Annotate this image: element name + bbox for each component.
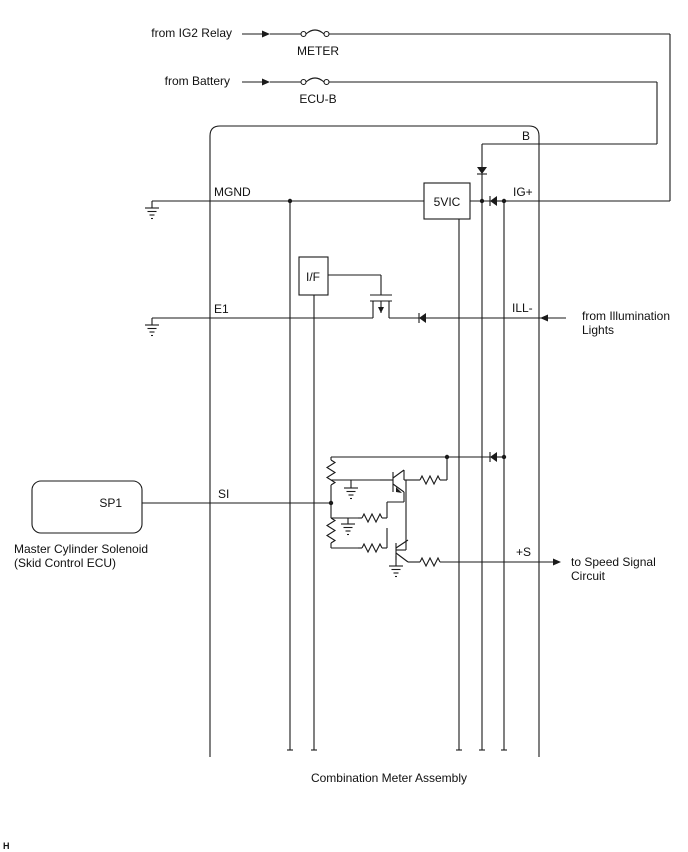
ill-minus-line [389,313,566,323]
terminal-ig-plus-label: IG+ [513,185,533,199]
terminal-ill-minus-label: ILL- [512,301,533,315]
feedback-resistors [358,501,404,554]
meter-fuse-icon [300,29,330,38]
ground-1-icon [344,480,358,500]
mgnd-line [145,198,424,751]
speed-signal-label-line2: Circuit [571,569,606,583]
ig2-relay-label: from IG2 Relay [151,26,232,40]
terminal-s-plus-label: +S [516,545,531,559]
terminal-si-label: SI [218,487,229,501]
terminal-e1-label: E1 [214,302,229,316]
ig-diode-icon [490,196,497,206]
input-resistor-network [325,452,507,549]
speed-output-line [419,556,561,568]
5vic-label: 5VIC [434,195,461,209]
e1-ground-icon [145,324,159,337]
ecu-b-fuse-icon [300,77,330,86]
battery-label: from Battery [165,74,230,88]
b-diode-icon [477,167,487,174]
ground-3-icon [389,565,403,578]
ill-diode-icon [419,313,426,323]
battery-line [242,77,658,751]
solenoid-label-line1: Master Cylinder Solenoid [14,542,148,556]
terminal-sp1-label: SP1 [99,496,122,510]
ecu-b-fuse-label: ECU-B [299,92,336,106]
ig2-line [242,29,671,202]
terminal-mgnd-label: MGND [214,185,251,199]
ground-2-icon [341,518,355,536]
solenoid-label-line2: (Skid Control ECU) [14,556,116,570]
e1-line [145,317,373,337]
input-transistor-icon [380,457,448,502]
master-cylinder-solenoid-box [31,480,143,534]
if-label: I/F [306,270,320,284]
speed-signal-label-line1: to Speed Signal [571,555,656,569]
meter-fuse-label: METER [297,44,339,58]
illumination-transistor-icon [328,274,392,318]
terminal-b-label: B [522,129,530,143]
illumination-label-line2: Lights [582,323,614,337]
ig-plus-line [456,196,509,751]
sensor-supply-diode-icon [490,452,497,462]
assembly-label: Combination Meter Assembly [311,771,467,785]
illumination-label-line1: from Illumination [582,309,670,323]
mgnd-ground-icon [145,207,159,220]
corner-mark: H [3,841,10,851]
meter-assembly-frame [209,125,540,757]
output-transistor-icon [395,480,420,566]
